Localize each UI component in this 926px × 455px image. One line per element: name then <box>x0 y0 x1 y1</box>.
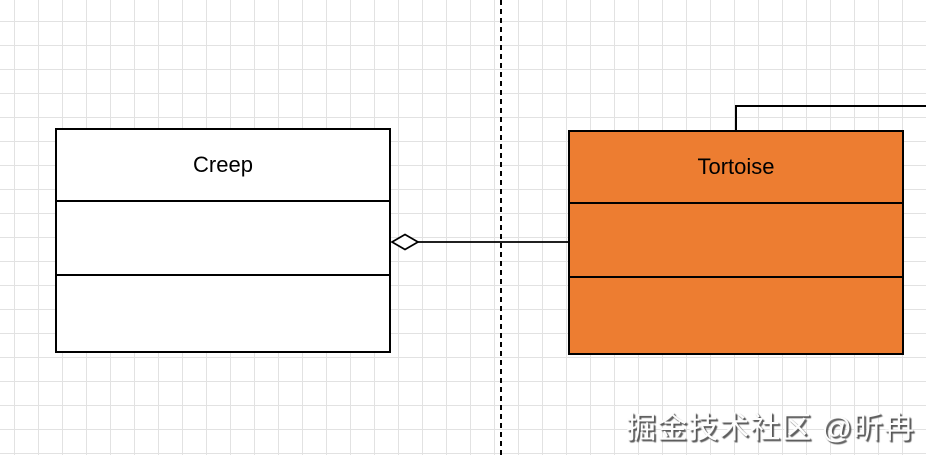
tortoise-top-connector-line[interactable] <box>735 105 926 132</box>
class-title-creep: Creep <box>193 152 253 177</box>
class-attributes-creep[interactable] <box>57 200 389 276</box>
class-title-tortoise: Tortoise <box>697 154 775 179</box>
class-box-creep[interactable]: Creep <box>55 128 391 353</box>
watermark: 掘金技术社区 @昕冉 <box>626 412 915 445</box>
class-methods-tortoise[interactable] <box>570 278 902 353</box>
class-box-tortoise[interactable]: Tortoise <box>568 130 904 355</box>
aggregation-diamond-icon <box>390 233 420 251</box>
class-methods-creep[interactable] <box>57 276 389 351</box>
class-attributes-tortoise[interactable] <box>570 202 902 278</box>
